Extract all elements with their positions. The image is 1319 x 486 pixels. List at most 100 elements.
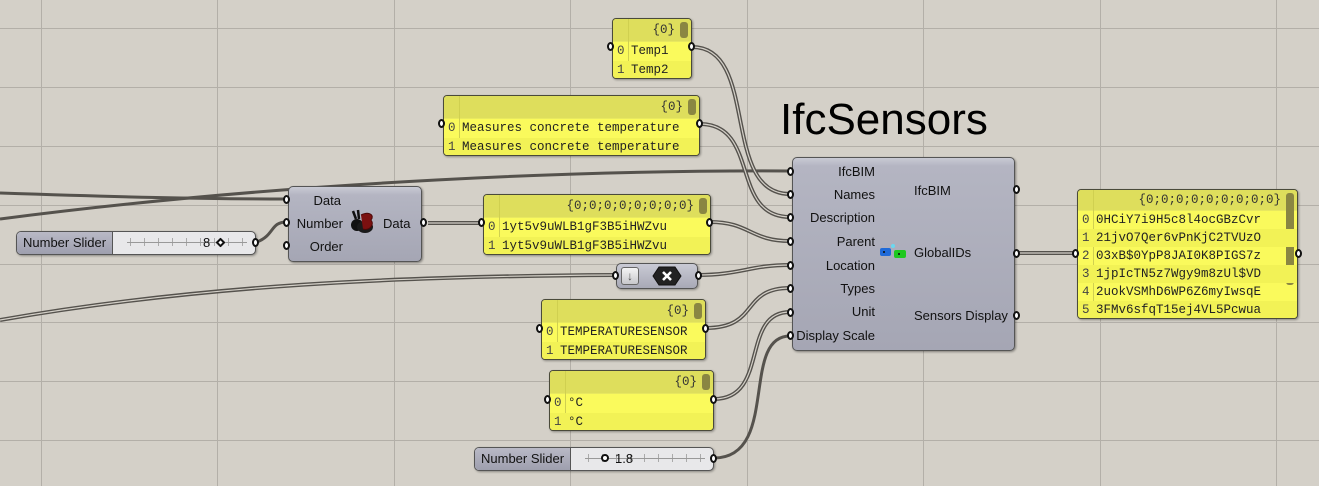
ifcsensors-component[interactable]: IfcBIM Names Description Parent Location…	[792, 157, 1015, 351]
scrollbar[interactable]	[680, 22, 688, 38]
input-label-number: Number	[296, 216, 343, 231]
output-port[interactable]	[710, 395, 717, 404]
wire-unit	[713, 310, 791, 401]
unit-panel[interactable]: {0} 0°C 1°C	[549, 370, 714, 431]
data-path: {0;0;0;0;0;0;0;0;0}	[1138, 193, 1281, 207]
panel-header: {0}	[444, 96, 699, 119]
panel-header: {0}	[550, 371, 713, 394]
output-label-data: Data	[383, 216, 411, 231]
input-label-order: Order	[309, 239, 343, 254]
input-label-unit: Unit	[851, 304, 875, 319]
panel-header: {0;0;0;0;0;0;0;0;0}	[1078, 190, 1297, 211]
data-path: {0}	[674, 375, 697, 389]
slider-value: 8	[203, 235, 211, 250]
ifc-sensors-icon	[880, 244, 906, 258]
wire-location-source	[0, 273, 617, 322]
output-port-ifcbim[interactable]	[1013, 185, 1020, 194]
input-port-names[interactable]	[787, 190, 794, 199]
input-port[interactable]	[544, 395, 551, 404]
wire-parent	[709, 220, 791, 243]
input-port[interactable]	[536, 324, 543, 333]
input-port-data[interactable]	[283, 195, 290, 204]
panel-header: {0}	[542, 300, 705, 323]
output-label-globalids: GlobalIDs	[914, 245, 972, 260]
input-label-parent: Parent	[836, 234, 875, 249]
grid-line	[0, 87, 1319, 88]
output-port-data[interactable]	[420, 218, 427, 227]
output-port-sensors-display[interactable]	[1013, 311, 1020, 320]
grid-line	[747, 0, 748, 486]
scrollbar[interactable]	[694, 303, 702, 319]
slider-label: Number Slider	[475, 448, 572, 470]
output-port[interactable]	[706, 218, 713, 227]
input-port[interactable]	[607, 42, 614, 51]
wire-names	[691, 45, 791, 196]
number-slider-display-scale[interactable]: Number Slider 1.8	[474, 447, 714, 471]
scrollbar[interactable]	[688, 99, 696, 115]
output-port[interactable]	[710, 454, 717, 463]
wire-list-data-in	[0, 191, 288, 201]
input-port-parent[interactable]	[787, 237, 794, 246]
data-path: {0}	[660, 100, 683, 114]
input-label-data: Data	[313, 193, 341, 208]
wire-slider-number	[256, 220, 288, 244]
input-port-unit[interactable]	[787, 308, 794, 317]
input-label-types: Types	[840, 281, 875, 296]
slider-knob[interactable]	[215, 237, 226, 248]
input-port[interactable]	[1072, 249, 1079, 258]
input-port-types[interactable]	[787, 284, 794, 293]
arrow-down-icon[interactable]: ↓	[621, 267, 639, 285]
output-port-globalids[interactable]	[1013, 249, 1020, 258]
input-port-description[interactable]	[787, 213, 794, 222]
input-port-number[interactable]	[283, 218, 290, 227]
input-label-ifcbim: IfcBIM	[838, 164, 875, 179]
output-port[interactable]	[688, 42, 695, 51]
scrollbar[interactable]	[699, 198, 707, 214]
output-port[interactable]	[252, 238, 259, 247]
output-port[interactable]	[1295, 249, 1302, 258]
output-label-ifcbim: IfcBIM	[914, 183, 951, 198]
slider-label: Number Slider	[17, 232, 114, 254]
data-path: {0}	[666, 304, 689, 318]
wire-description	[699, 122, 791, 219]
relay-component[interactable]: ↓	[616, 263, 698, 289]
input-port-order[interactable]	[283, 241, 290, 250]
output-port[interactable]	[696, 119, 703, 128]
number-slider-index[interactable]: Number Slider 8	[16, 231, 256, 255]
grid-line	[0, 440, 1319, 441]
input-port[interactable]	[612, 271, 619, 280]
input-port-location[interactable]	[787, 261, 794, 270]
panel-header: {0}	[613, 19, 691, 42]
panel-header: {0;0;0;0;0;0;0;0}	[484, 195, 710, 218]
list-item-component[interactable]: Data Number Order Data	[288, 186, 422, 262]
slider-value: 1.8	[615, 451, 634, 466]
input-port-ifcbim[interactable]	[787, 167, 794, 176]
input-port-display-scale[interactable]	[787, 331, 794, 340]
output-label-sensors-display: Sensors Display	[914, 308, 1008, 323]
output-port[interactable]	[695, 271, 702, 280]
slider-knob[interactable]	[601, 454, 609, 462]
list-item: 1°C	[550, 413, 713, 430]
data-path: {0}	[652, 23, 675, 37]
wire-location	[697, 263, 791, 277]
scrollbar[interactable]	[702, 374, 710, 390]
input-port[interactable]	[438, 119, 445, 128]
input-port[interactable]	[478, 218, 485, 227]
input-label-description: Description	[809, 210, 875, 225]
output-port[interactable]	[702, 324, 709, 333]
